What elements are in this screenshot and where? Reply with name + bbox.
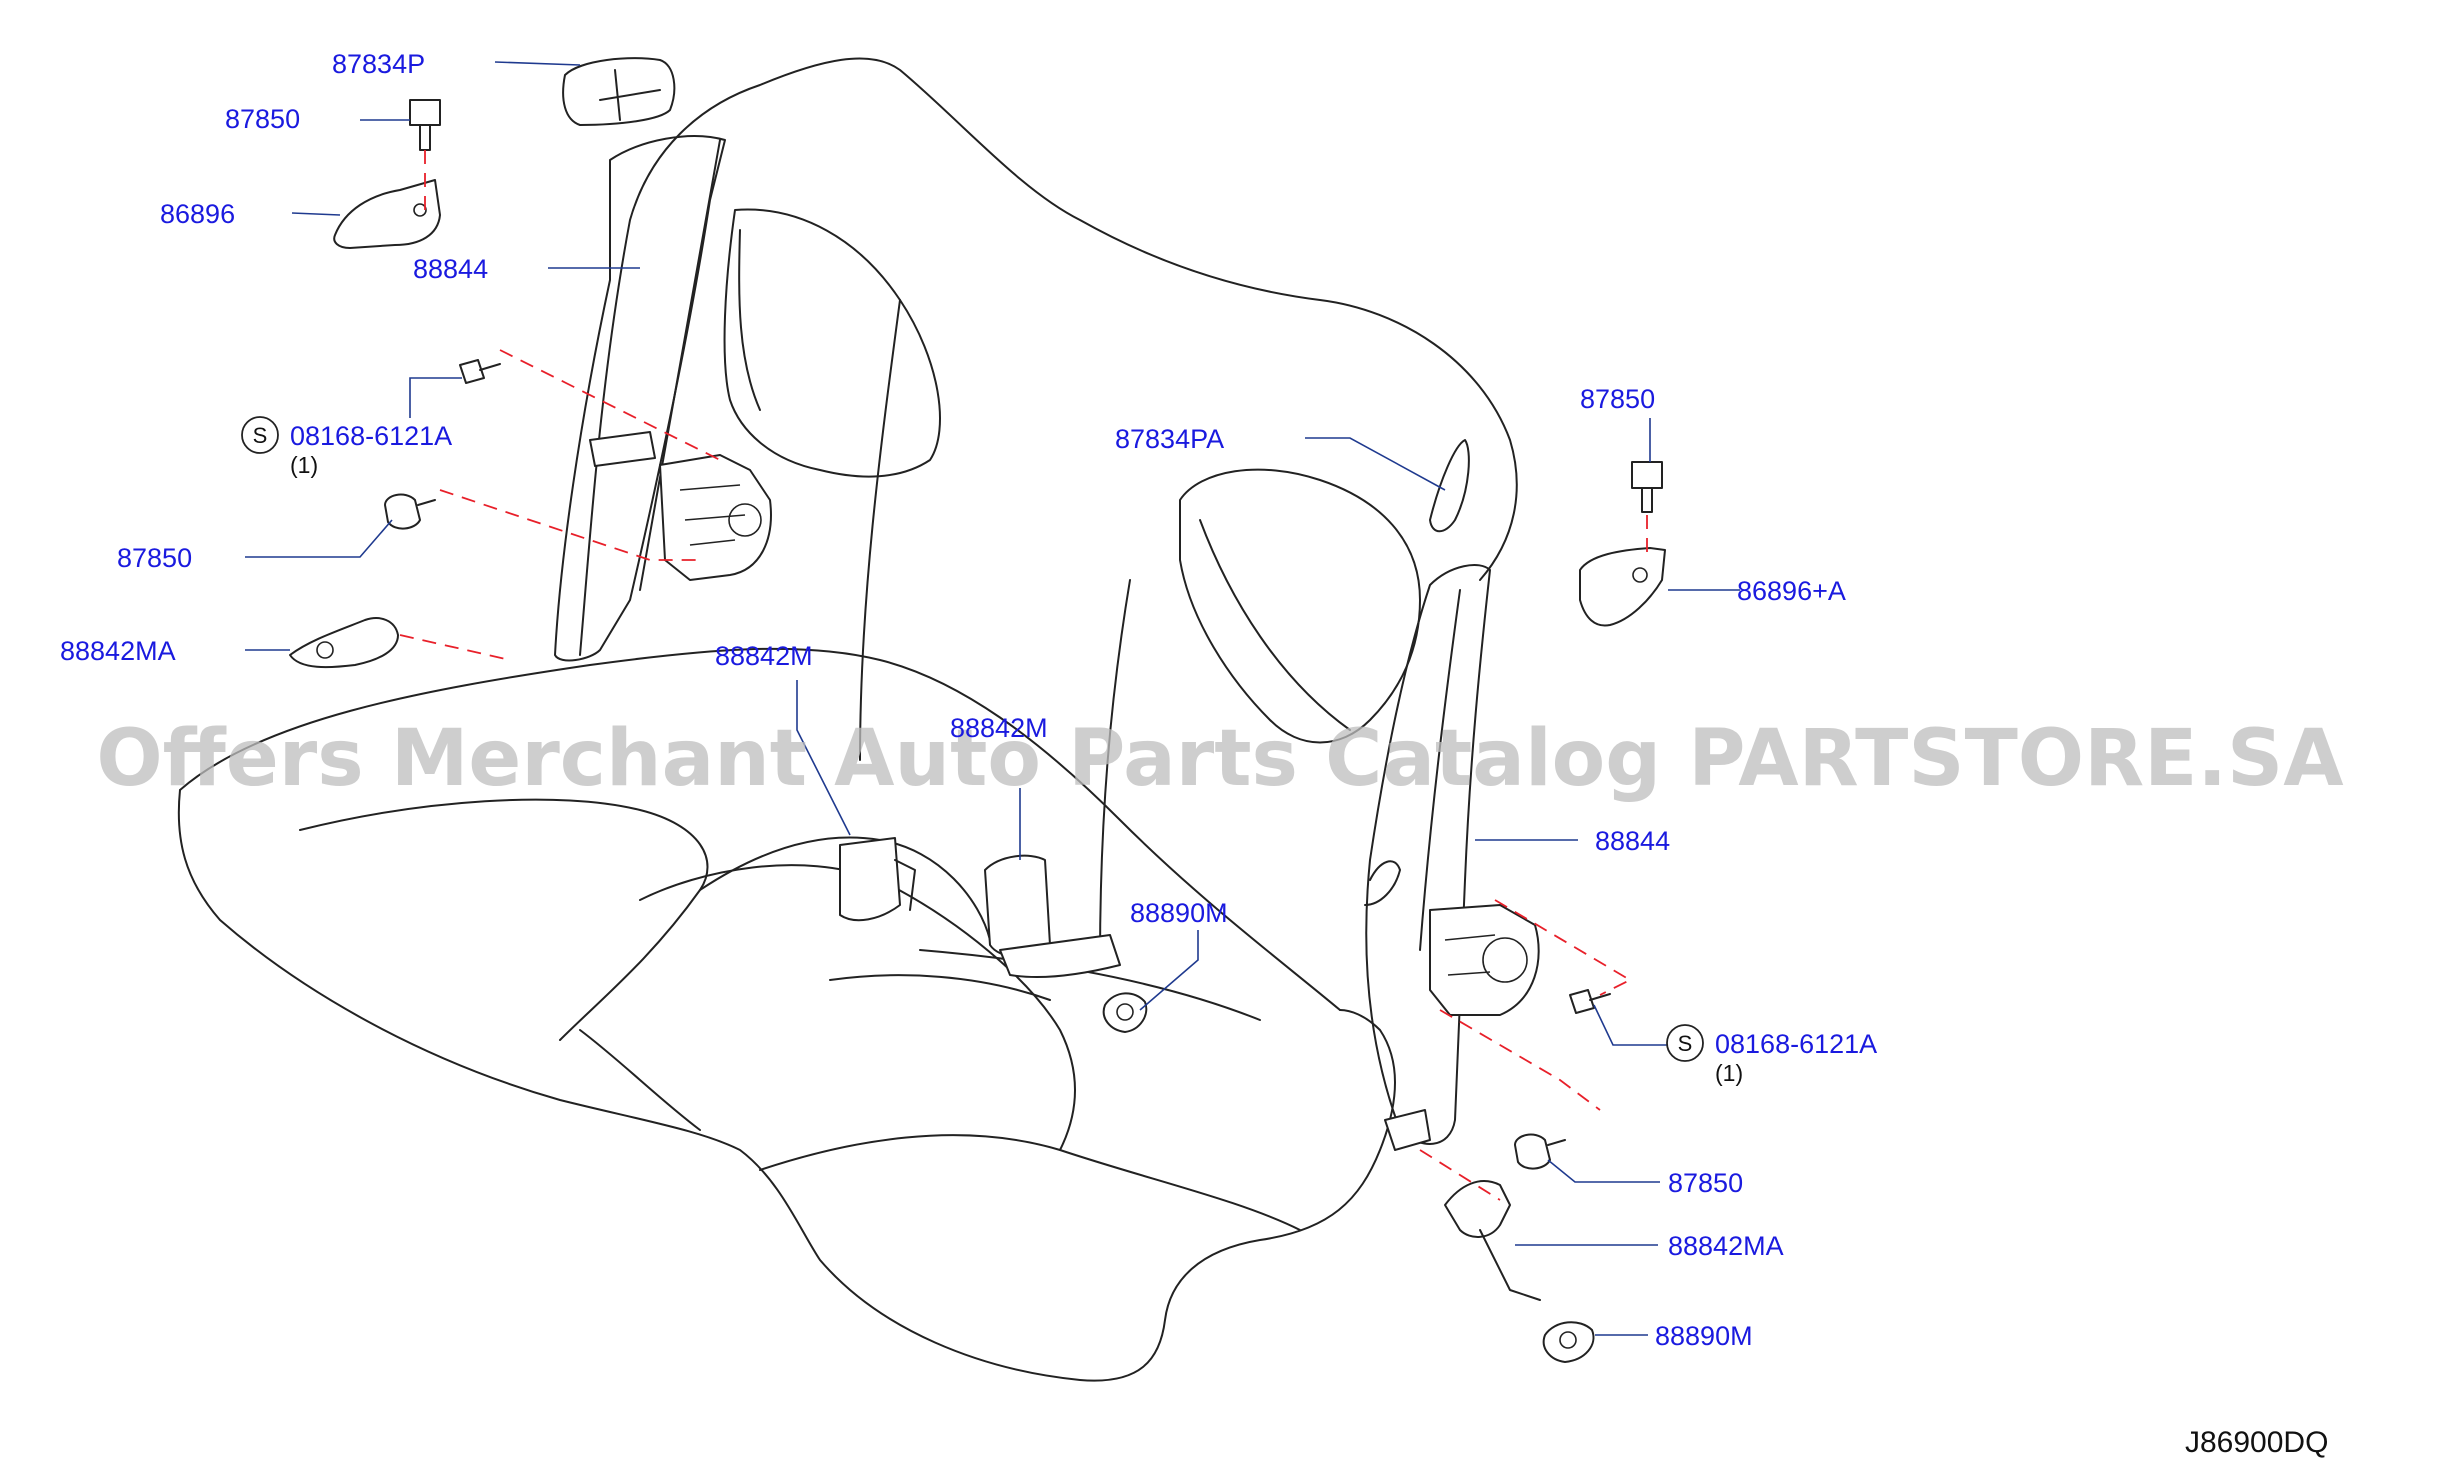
part-labels: 87834P 87850 86896 88844 08168-6121A (1)… — [60, 49, 1877, 1351]
s-symbol-left: S — [241, 416, 279, 454]
right-belt-assembly — [1364, 439, 1666, 1363]
trim-cover-87834P — [562, 57, 676, 126]
label-87850-lower-right[interactable]: 87850 — [1668, 1168, 1743, 1198]
label-87850-top-right[interactable]: 87850 — [1580, 384, 1655, 414]
label-87850-top-left[interactable]: 87850 — [225, 104, 300, 134]
label-86896[interactable]: 86896 — [160, 199, 235, 229]
left-lower-anchor-88842MA — [289, 617, 399, 669]
right-retractor — [1429, 904, 1540, 1016]
label-qty-left: (1) — [290, 452, 318, 478]
right-anchor-plate — [1579, 547, 1666, 627]
buckle-left-88842M — [839, 837, 901, 922]
label-08168-6121A-left[interactable]: 08168-6121A — [290, 421, 452, 451]
diagram-code: J86900DQ — [2185, 1426, 2328, 1459]
left-belt-assembly — [289, 57, 772, 669]
trim-cover-87834PA — [1429, 439, 1470, 533]
clip-88890M-centre — [1102, 992, 1148, 1033]
right-lower-anchor-88842MA — [1444, 1180, 1511, 1238]
left-top-bolt — [409, 99, 441, 126]
centre-buckles — [839, 837, 1148, 1033]
label-88890M-right[interactable]: 88890M — [1655, 1321, 1753, 1351]
right-lower-bolt — [1514, 1133, 1551, 1170]
label-88842MA-right[interactable]: 88842MA — [1668, 1231, 1784, 1261]
label-88842M-left[interactable]: 88842M — [715, 641, 813, 671]
label-87850-mid-left[interactable]: 87850 — [117, 543, 192, 573]
label-86896-A[interactable]: 86896+A — [1737, 576, 1846, 606]
label-88844-left[interactable]: 88844 — [413, 254, 488, 284]
label-87834P[interactable]: 87834P — [332, 49, 425, 79]
symbol-letter-left: S — [253, 423, 268, 448]
label-qty-right: (1) — [1715, 1060, 1743, 1086]
label-88842M-right[interactable]: 88842M — [950, 713, 1048, 743]
left-belt-guide — [589, 431, 656, 467]
rear-seat-outline — [177, 57, 1518, 1382]
left-anchor-plate — [333, 179, 441, 249]
watermark-text: Offers Merchant Auto Parts Catalog PARTS… — [96, 714, 2343, 804]
symbol-letter-right: S — [1678, 1031, 1693, 1056]
leader-lines — [245, 61, 1740, 1336]
left-lower-bolt — [384, 493, 421, 530]
buckle-right-88842M — [984, 854, 1051, 958]
label-88890M-centre[interactable]: 88890M — [1130, 898, 1228, 928]
label-87834PA[interactable]: 87834PA — [1115, 424, 1224, 454]
label-88842MA-left[interactable]: 88842MA — [60, 636, 176, 666]
s-symbol-right: S — [1666, 1024, 1704, 1062]
clip-88890M-right — [1542, 1321, 1595, 1363]
right-bolt-08168 — [1569, 989, 1595, 1014]
right-top-bolt — [1631, 461, 1663, 489]
label-08168-6121A-right[interactable]: 08168-6121A — [1715, 1029, 1877, 1059]
label-88844-right[interactable]: 88844 — [1595, 826, 1670, 856]
left-bolt-08168 — [459, 359, 485, 384]
